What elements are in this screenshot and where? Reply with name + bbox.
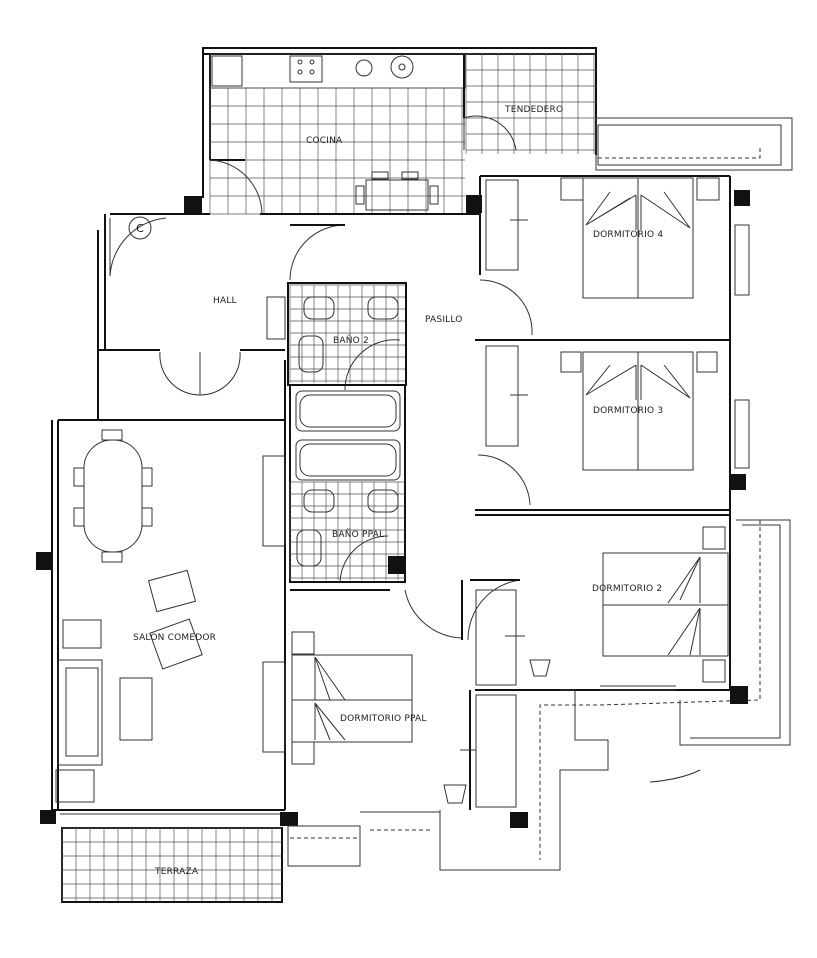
hall-area: [97, 213, 346, 420]
room-label-pasillo: PASILLO: [425, 315, 463, 325]
room-label-dormitorio4: DORMITORIO 4: [593, 230, 664, 240]
room-label-dormitorio-ppal: DORMITORIO PPAL: [340, 714, 427, 724]
kitchen-area: [202, 47, 597, 215]
room-label-dormitorio2: DORMITORIO 2: [592, 584, 663, 594]
room-label-hall: HALL: [213, 296, 237, 306]
exterior-area: [184, 117, 793, 871]
room-label-terraza: TERRAZA: [155, 867, 199, 877]
bathrooms-area: [287, 282, 407, 583]
room-label-salon: SALON COMEDOR: [133, 633, 217, 643]
room-label-bano2: BAÑO 2: [333, 336, 369, 346]
terraza-area: [61, 827, 283, 903]
room-label-tendedero: TENDEDERO: [505, 105, 564, 115]
room-label-bano-ppal: BAÑO PPAL: [332, 530, 385, 540]
boiler-symbol-label: C: [136, 222, 144, 235]
bedrooms-area: [290, 175, 750, 810]
room-label-cocina: COCINA: [306, 136, 343, 146]
salon-area: [36, 360, 298, 826]
room-label-dormitorio3: DORMITORIO 3: [593, 406, 664, 416]
